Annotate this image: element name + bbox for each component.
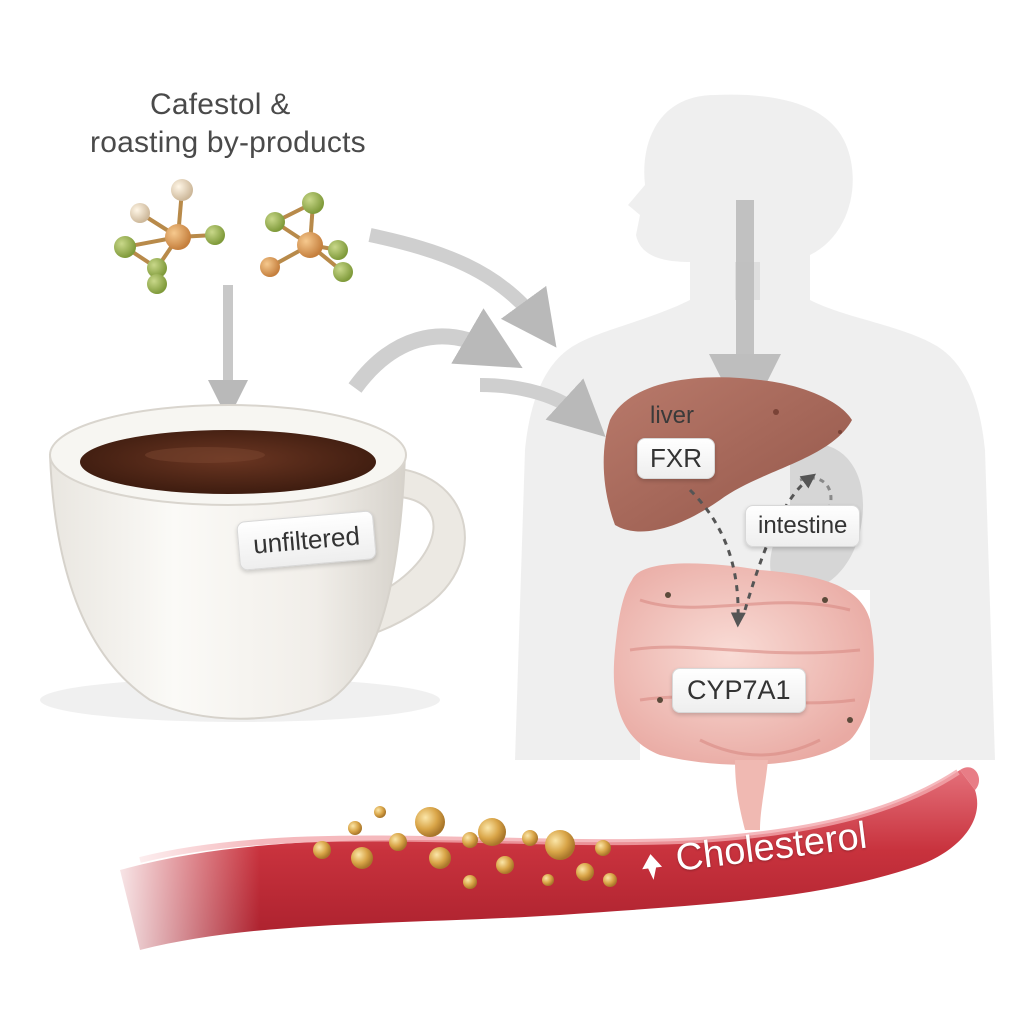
blood-vessel bbox=[100, 760, 980, 980]
title-line-1: Cafestol & bbox=[150, 88, 291, 121]
molecule-icon-1 bbox=[114, 179, 225, 294]
molecule-icon-2 bbox=[260, 192, 353, 282]
cyp7a1-label: CYP7A1 bbox=[672, 668, 806, 713]
pathway-arrow-liver-to-intestine bbox=[688, 488, 746, 628]
flow-arrow-cup-to-liver bbox=[479, 378, 606, 437]
fxr-label: FXR bbox=[637, 438, 715, 479]
intestine-label: intestine bbox=[745, 505, 861, 547]
title-line-2: roasting by-products bbox=[90, 126, 366, 159]
intestine bbox=[613, 563, 874, 830]
flow-arrow-cup-to-body bbox=[348, 308, 523, 393]
cholesterol-particles bbox=[313, 806, 617, 889]
liver bbox=[603, 377, 852, 532]
liver-label: liver bbox=[650, 402, 695, 429]
stomach-arrow bbox=[799, 476, 833, 522]
pathway-arrow-intestine-to-liver bbox=[743, 473, 817, 611]
flow-arrow-molecules-to-body bbox=[368, 228, 557, 348]
